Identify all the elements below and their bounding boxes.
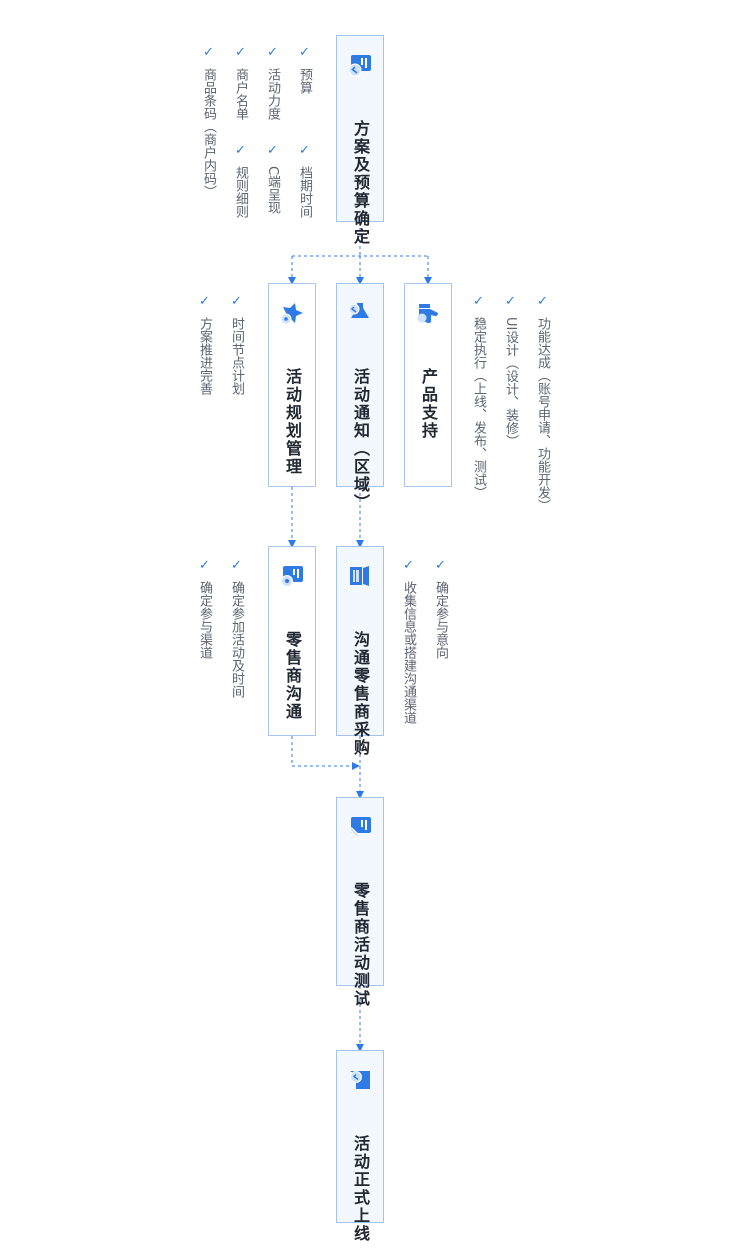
node-planning-title: 活动规划管理 [283, 368, 302, 476]
note-procurement-1: ✓收集信息或搭建沟通渠道 [401, 558, 416, 724]
node-notify-title: 活动通知（区域） [351, 368, 370, 512]
check-icon: ✓ [233, 143, 248, 158]
check-icon: ✓ [433, 558, 448, 573]
check-icon: ✓ [297, 143, 312, 158]
check-icon: ✓ [233, 45, 248, 60]
note-product-2: ✓稳定执行（上线、发布、测试） [471, 294, 486, 499]
node-procurement: 沟通零售商采购 [336, 546, 384, 757]
note-plan-5: ✓C端呈现 [265, 143, 280, 215]
flag-check-icon [350, 1071, 370, 1089]
note-plan-4: ✓档期时间 [297, 143, 312, 218]
check-icon: ✓ [535, 294, 550, 309]
document-check-icon [348, 55, 371, 77]
document-edit-icon [348, 817, 371, 839]
node-product: 产品支持 [404, 283, 452, 487]
node-launch: 活动正式上线 [336, 1050, 384, 1243]
node-test-title: 零售商活动测试 [351, 882, 370, 1008]
check-icon: ✓ [197, 294, 212, 309]
note-product-0: ✓功能达成（账号申请、功能开发） [535, 294, 550, 512]
note-plan-0: ✓预算 [297, 45, 312, 94]
note-retailer-0: ✓确定参加活动及时间 [229, 558, 244, 698]
node-retailer: 零售商沟通 [268, 546, 316, 736]
note-plan-6: ✓规则细则 [233, 143, 248, 218]
note-plan-3: ✓商品条码（商户内码） [201, 45, 216, 198]
star-settings-icon [280, 303, 303, 325]
check-icon: ✓ [471, 294, 486, 309]
node-retailer-title: 零售商沟通 [283, 631, 302, 721]
store-icon [350, 566, 369, 586]
node-planning: 活动规划管理 [268, 283, 316, 487]
note-plan-1: ✓活动力度 [265, 45, 280, 120]
connector-retailer-merge [291, 736, 360, 770]
node-test: 零售商活动测试 [336, 797, 384, 1008]
node-notify: 活动通知（区域） [336, 283, 384, 512]
node-plan: 方案及预算确定 [336, 35, 384, 246]
node-product-title: 产品支持 [419, 368, 438, 440]
megaphone-icon [348, 303, 369, 318]
node-procurement-title: 沟通零售商采购 [351, 631, 370, 757]
thumbs-up-icon [417, 304, 438, 324]
check-icon: ✓ [297, 45, 312, 60]
note-planning-1: ✓方案推进完善 [197, 294, 212, 395]
check-icon: ✓ [201, 45, 216, 60]
note-retailer-1: ✓确定参与渠道 [197, 558, 212, 659]
note-procurement-0: ✓确定参与意向 [433, 558, 448, 659]
check-icon: ✓ [229, 558, 244, 573]
check-icon: ✓ [229, 294, 244, 309]
check-icon: ✓ [265, 143, 280, 158]
note-planning-0: ✓时间节点计划 [229, 294, 244, 395]
note-product-1: ✓UI设计（设计、装修） [503, 294, 518, 448]
node-launch-title: 活动正式上线 [351, 1135, 370, 1243]
note-plan-2: ✓商户名单 [233, 45, 248, 120]
document-settings-icon [281, 566, 303, 587]
check-icon: ✓ [401, 558, 416, 573]
node-plan-title: 方案及预算确定 [351, 120, 370, 246]
check-icon: ✓ [265, 45, 280, 60]
check-icon: ✓ [197, 558, 212, 573]
check-icon: ✓ [503, 294, 518, 309]
